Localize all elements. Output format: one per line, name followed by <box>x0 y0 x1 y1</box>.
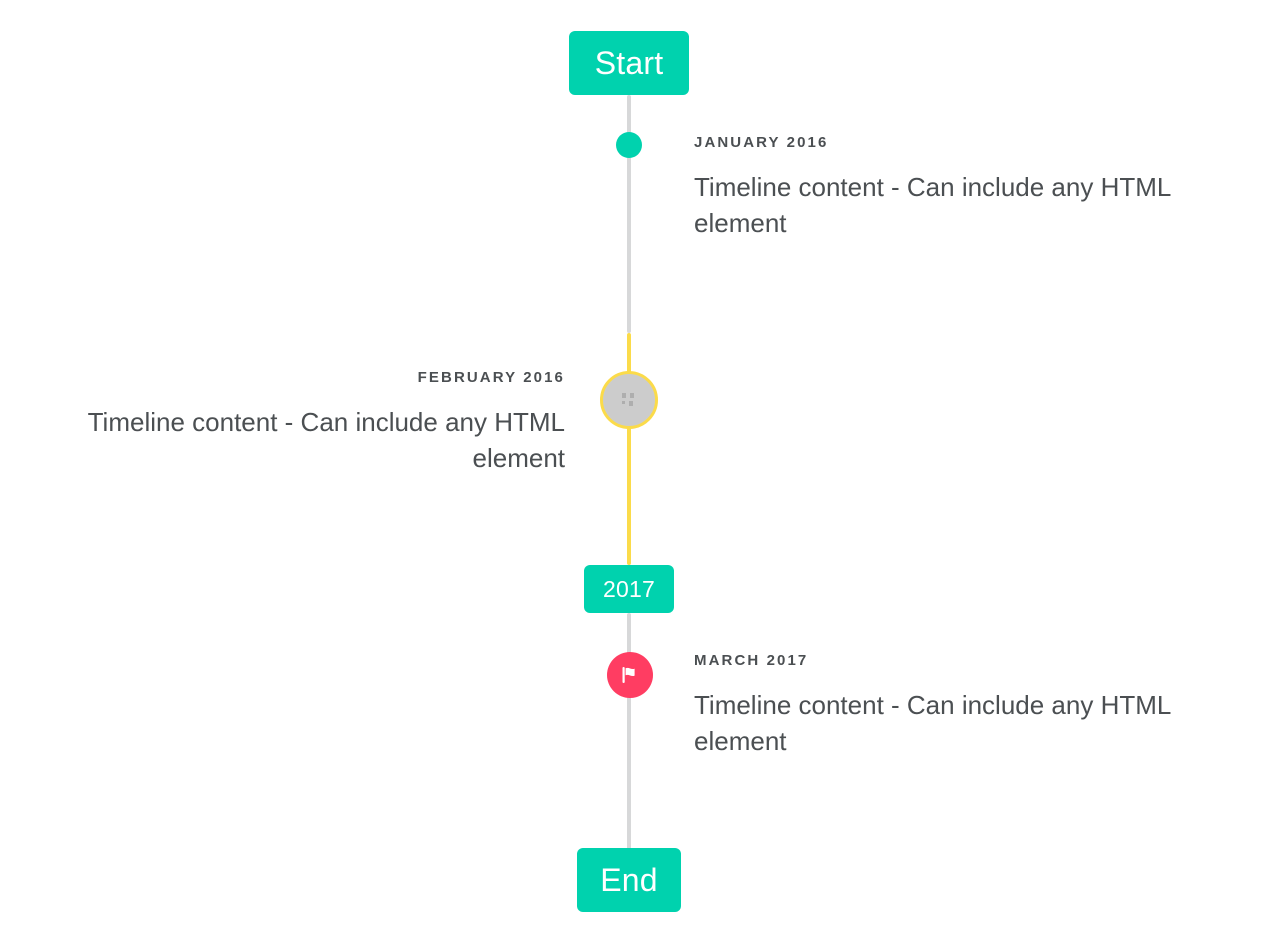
timeline-rail-segment-top <box>627 95 631 333</box>
timeline-entry-body: Timeline content - Can include any HTML … <box>87 407 565 473</box>
timeline-entry-january: January 2016 Timeline content - Can incl… <box>694 134 1234 242</box>
timeline-entry-body: Timeline content - Can include any HTML … <box>694 690 1171 756</box>
timeline-year-badge[interactable]: 2017 <box>584 565 674 613</box>
timeline-entry-february: February 2016 Timeline content - Can inc… <box>25 369 565 477</box>
timeline-marker-dot-icon[interactable] <box>616 132 642 158</box>
timeline-start-badge[interactable]: Start <box>569 31 689 95</box>
timeline-entry-date: March 2017 <box>694 652 809 669</box>
timeline-entry-date: February 2016 <box>417 369 565 386</box>
timeline-rail-segment-bottom <box>627 613 631 855</box>
timeline-marker-flag-icon[interactable] <box>607 652 653 698</box>
broken-image-icon <box>622 393 634 406</box>
timeline-entry-march: March 2017 Timeline content - Can includ… <box>694 652 1234 760</box>
timeline-marker-broken-image-icon[interactable] <box>600 371 658 429</box>
flag-icon <box>622 667 635 683</box>
timeline-end-badge[interactable]: End <box>577 848 681 912</box>
timeline-rail-segment-highlight <box>627 333 631 565</box>
timeline-entry-date: January 2016 <box>694 134 829 151</box>
timeline-entry-body: Timeline content - Can include any HTML … <box>694 172 1171 238</box>
